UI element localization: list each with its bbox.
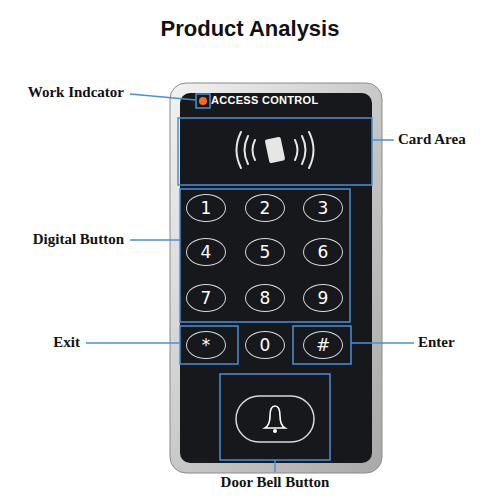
key-label: 6 xyxy=(318,244,329,261)
front-panel xyxy=(180,93,372,463)
key-label: * xyxy=(202,337,211,354)
callout-label: Door Bell Button xyxy=(221,474,330,491)
led-indicator xyxy=(199,97,207,105)
callout-label: Work Indcator xyxy=(28,84,124,101)
callout-label: Enter xyxy=(418,334,455,351)
leader-lines xyxy=(86,94,414,472)
key-label: # xyxy=(316,337,330,354)
page-title: Product Analysis xyxy=(0,16,500,42)
highlight-boxes xyxy=(178,94,372,460)
keypad-button: # xyxy=(303,331,343,359)
keypad-button: 2 xyxy=(245,194,285,222)
keypad-button: 1 xyxy=(186,194,226,222)
housing-bezel xyxy=(170,83,382,473)
keypad-button: 5 xyxy=(245,238,285,266)
keypad-button: 7 xyxy=(186,284,226,312)
brand-text: ACCESS CONTROL xyxy=(211,94,318,106)
key-label: 5 xyxy=(260,244,271,261)
key-label: 2 xyxy=(260,200,271,217)
key-label: 3 xyxy=(318,200,329,217)
key-label: 7 xyxy=(201,290,212,307)
key-label: 9 xyxy=(318,290,329,307)
callout-label: Digital Button xyxy=(33,231,124,248)
keypad-button: * xyxy=(186,331,226,359)
callout-label: Exit xyxy=(53,334,80,351)
keypad-button: 9 xyxy=(303,284,343,312)
callout-label: Card Area xyxy=(398,131,466,148)
device-housing: ACCESS CONTROL 1 2 3 4 5 6 7 8 9 * 0 # xyxy=(170,83,382,473)
keypad-button: 0 xyxy=(245,331,285,359)
card-icon xyxy=(237,132,314,168)
keypad-button: 6 xyxy=(303,238,343,266)
keypad-button: 3 xyxy=(303,194,343,222)
key-label: 0 xyxy=(260,337,271,354)
key-label: 1 xyxy=(201,200,212,217)
keypad-button: 8 xyxy=(245,284,285,312)
key-label: 4 xyxy=(201,244,212,261)
door-bell-button xyxy=(236,396,314,442)
keypad-button: 4 xyxy=(186,238,226,266)
key-label: 8 xyxy=(260,290,271,307)
